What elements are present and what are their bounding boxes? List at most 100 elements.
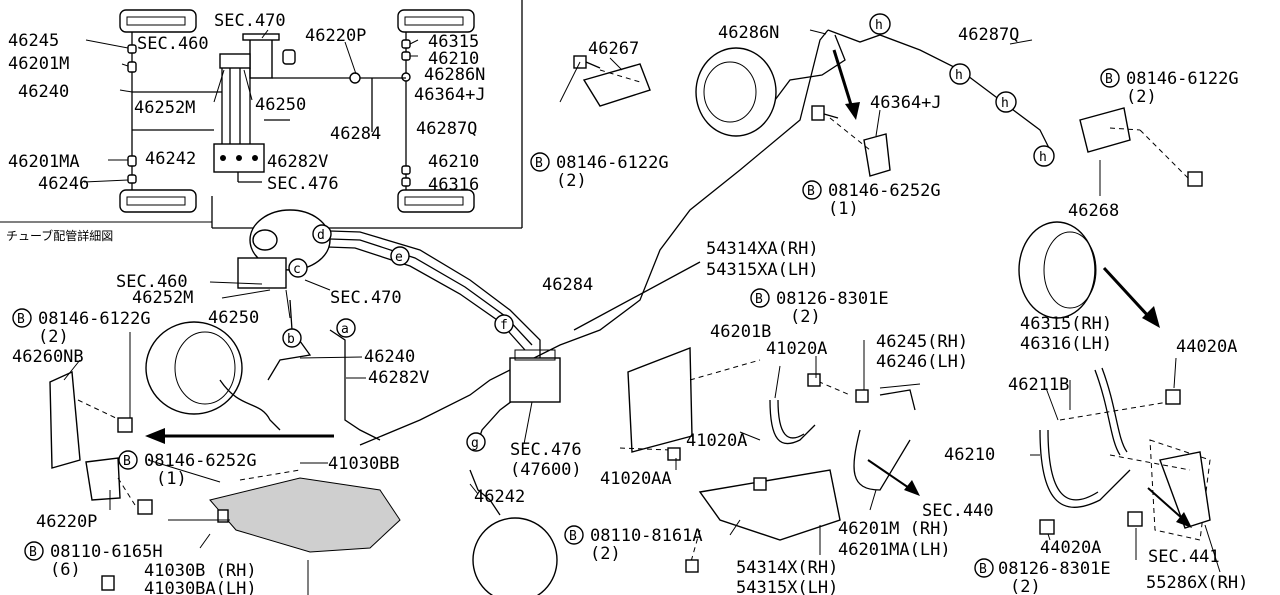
label-46201b: 46201B [710,322,771,342]
flex-hoses [219,367,1131,508]
callout-h-2: h [955,68,963,83]
label-08146-6122g-a: 08146-6122G [556,153,669,173]
callout-d: d [317,228,325,243]
mount-54314x [698,469,841,541]
label-46282v: 46282V [368,368,429,388]
bolt-41020a [753,477,767,491]
rear-right-disc [1018,221,1096,319]
label-46201ma-lh: 46201MA(LH) [838,540,951,560]
bolt-marker-b-2: B [807,184,815,199]
label-47600: (47600) [510,460,582,480]
label-46220p: 46220P [305,26,366,46]
label-46242: 46242 [145,149,196,169]
label-46250: 46250 [255,95,306,115]
arrows [145,49,1192,528]
label-46246-lh: 46246(LH) [876,352,968,372]
label-08110-6165h: 08110-6165H [50,542,163,562]
wheel-box-rl [119,189,197,213]
label-qty-2-e: (2) [590,544,621,564]
label-46260nb: 46260NB [12,347,84,367]
label-sec476: SEC.476 [267,174,339,194]
label-54314xa: 54314XA(RH) [706,239,819,259]
bolt-marker-b-4: B [17,312,25,327]
bolt-marker-b-8: B [569,529,577,544]
label-08126-8301e-a: 08126-8301E [776,289,889,309]
bracket-55286x [1159,451,1211,529]
label-qty-2-f: (2) [1010,577,1041,595]
label-46316: 46316 [428,175,479,195]
label-46240: 46240 [18,82,69,102]
label-46267: 46267 [588,39,639,59]
arrow-left-icon [145,428,165,444]
label-46220p: 46220P [36,512,97,532]
label-qty-2-b: (2) [1126,87,1157,107]
bolt-marker-b-5: B [755,292,763,307]
front-right-disc [695,47,777,137]
brackets [49,63,1211,553]
label-08146-6252g-b: 08146-6252G [144,451,257,471]
bolt-08146-6252g-b [137,499,153,515]
callout-h-4: h [1039,150,1047,165]
arrow-down-icon [845,102,860,120]
label-46245-rh: 46245(RH) [876,332,968,352]
callout-g: g [471,436,479,451]
callout-b: b [287,332,295,347]
label-46282v: 46282V [267,152,328,172]
label-sec460: SEC.460 [116,272,188,292]
dashed-leaders [77,69,1191,566]
label-46201ma: 46201MA [8,152,80,172]
label-08126-8301e-b: 08126-8301E [998,559,1111,579]
bolts [101,55,1203,591]
label-46284: 46284 [330,124,381,144]
bolt-marker-b-9: B [979,562,987,577]
label-46201m: 46201M [8,54,69,74]
label-41020a-a: 41020A [766,339,827,359]
label-46242: 46242 [474,487,525,507]
label-46268: 46268 [1068,201,1119,221]
bolt-41020a-b [807,373,821,387]
clip-46220p [85,457,121,501]
label-qty-2-d: (2) [790,307,821,327]
label-qty-2-a: (2) [556,171,587,191]
bracket-46260nb [49,370,81,469]
label-46201m-rh: 46201M (RH) [838,519,951,539]
label-41020a-b: 41020A [686,431,747,451]
label-46315: 46315 [428,32,479,52]
label-08146-6122g-b: 08146-6122G [1126,69,1239,89]
label-sec441: SEC.441 [1148,547,1220,567]
label-44020a-b: 44020A [1040,538,1101,558]
callout-c: c [293,262,301,277]
callout-e: e [395,250,403,265]
label-sec460: SEC.460 [137,34,209,54]
bolt-08110-6165h-b [101,575,115,591]
label-qty-1-b: (1) [156,469,187,489]
label-46316-lh: 46316(LH) [1020,334,1112,354]
label-44020a-a: 44020A [1176,337,1237,357]
label-46210-top: 46210 [428,49,479,69]
callout-h-3: h [1001,96,1009,111]
label-46250: 46250 [208,308,259,328]
callouts: c d e f a b g h h h h [282,13,1055,452]
bolt-marker-b-6: B [123,454,131,469]
label-41020aa: 41020AA [600,469,672,489]
label-46364j: 46364+J [414,85,486,105]
label-46240: 46240 [364,347,415,367]
master-cylinder [249,37,273,79]
arrow-down-right-icon [1142,306,1160,328]
wheel-box-fr [397,9,475,33]
label-46246: 46246 [38,174,89,194]
wheel-box-rr [397,189,475,213]
front-left-disc [145,321,243,415]
label-41030bb: 41030BB [328,454,400,474]
tube-piping-detail-inset [0,0,523,229]
label-54315xa: 54315XA(LH) [706,260,819,280]
label-46315-rh: 46315(RH) [1020,314,1112,334]
label-46286n: 46286N [718,23,779,43]
label-qty-6: (6) [50,560,81,580]
rear-left-disc [472,517,558,595]
bolt-08110-8161a [685,559,699,573]
bolt-marker-b-1: B [535,156,543,171]
label-tube-detail-title: チューブ配管詳細図 [6,228,113,243]
label-sec470: SEC.470 [330,288,402,308]
